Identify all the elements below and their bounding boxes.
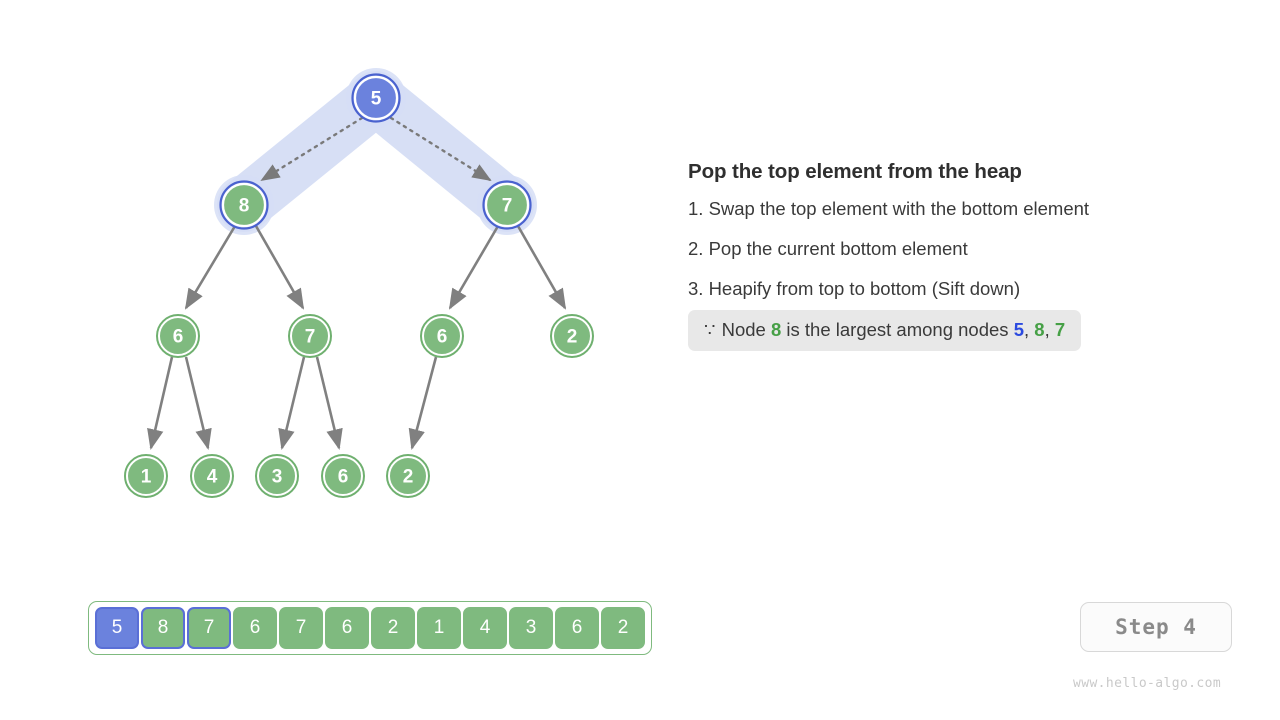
comparison-arrows (260, 116, 492, 182)
tree-node-label: 8 (239, 196, 250, 217)
reason-middle: is the largest among nodes (781, 319, 1014, 340)
array-cell[interactable]: 2 (601, 607, 645, 649)
array-cell[interactable]: 4 (463, 607, 507, 649)
because-symbol: ∵ (704, 320, 717, 340)
tree-node-label: 1 (141, 467, 152, 488)
panel-title: Pop the top element from the heap (688, 160, 1022, 183)
step-badge: Step 4 (1080, 602, 1232, 652)
tree-node-label: 6 (437, 327, 448, 348)
tree-node-label: 7 (305, 327, 316, 348)
reason-prefix: Node (721, 319, 771, 340)
heap-array: 5 8 7 6 7 6 2 1 4 3 6 2 (88, 601, 652, 655)
array-cell[interactable]: 3 (509, 607, 553, 649)
tree-node-n5[interactable]: 6 (420, 314, 464, 358)
tree-node-n4[interactable]: 7 (288, 314, 332, 358)
tree-node-n8[interactable]: 4 (190, 454, 234, 498)
tree-node-n7[interactable]: 1 (124, 454, 168, 498)
reason-candidate-2: 8 (1034, 319, 1045, 340)
tree-node-n2[interactable]: 7 (482, 180, 532, 230)
tree-node-label: 4 (207, 467, 218, 488)
tree-node-label: 2 (567, 327, 578, 348)
tree-node-n10[interactable]: 6 (321, 454, 365, 498)
tree-node-label: 6 (338, 467, 349, 488)
tree-nodes: 5 8 7 6 7 6 (124, 73, 594, 498)
array-cell[interactable]: 1 (417, 607, 461, 649)
tree-node-label: 2 (403, 467, 414, 488)
reason-node-value: 8 (770, 319, 782, 340)
tree-node-label: 6 (173, 327, 184, 348)
array-cell[interactable]: 8 (141, 607, 185, 649)
array-cell[interactable]: 2 (371, 607, 415, 649)
array-cell[interactable]: 5 (95, 607, 139, 649)
tree-node-n6[interactable]: 2 (550, 314, 594, 358)
info-panel: Pop the top element from the heap 1. Swa… (688, 160, 1228, 351)
tree-node-label: 5 (371, 89, 382, 110)
reason-note: ∵ Node 8 is the largest among nodes 5, 8… (688, 310, 1082, 351)
tree-node-label: 7 (502, 196, 513, 217)
tree-edges (147, 225, 567, 451)
tree-node-n1[interactable]: 8 (219, 180, 269, 230)
step-line-2: 2. Pop the current bottom element (688, 238, 968, 259)
tree-node-n0[interactable]: 5 (351, 73, 401, 123)
watermark: www.hello-algo.com (1073, 676, 1222, 691)
tree-node-n11[interactable]: 2 (386, 454, 430, 498)
array-cell[interactable]: 7 (279, 607, 323, 649)
array-cell[interactable]: 7 (187, 607, 231, 649)
step-line-1: 1. Swap the top element with the bottom … (688, 198, 1090, 219)
tree-node-label: 3 (272, 467, 283, 488)
reason-sep-1: , (1023, 319, 1035, 340)
reason-candidate-1: 5 (1013, 319, 1024, 340)
tree-node-n9[interactable]: 3 (255, 454, 299, 498)
array-cell[interactable]: 6 (555, 607, 599, 649)
array-cell[interactable]: 6 (325, 607, 369, 649)
reason-sep-2: , (1044, 319, 1055, 340)
array-cell[interactable]: 6 (233, 607, 277, 649)
reason-candidate-3: 7 (1054, 319, 1066, 340)
heap-tree-diagram: 5 8 7 6 7 6 (124, 68, 594, 498)
tree-node-n3[interactable]: 6 (156, 314, 200, 358)
step-line-3: 3. Heapify from top to bottom (Sift down… (688, 278, 1021, 299)
